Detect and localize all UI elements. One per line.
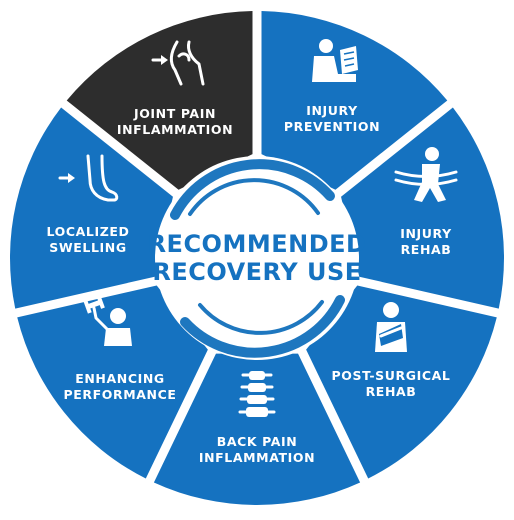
segment-label-line1: POST-SURGICAL xyxy=(332,368,451,383)
spine-icon xyxy=(238,371,276,417)
segment-label-line1: INJURY xyxy=(400,226,452,241)
segment-label-line2: PERFORMANCE xyxy=(63,387,176,402)
swirl-ring-top xyxy=(170,159,335,220)
segment-label-line2: PREVENTION xyxy=(284,119,380,134)
center-hub: RECOMMENDED RECOVERY USE xyxy=(148,156,367,360)
segment-enhancing-performance xyxy=(17,285,208,479)
swirl-ring-bottom-inner xyxy=(198,300,324,335)
segment-back-pain-inflammation xyxy=(153,353,361,506)
segment-injury-rehab xyxy=(341,107,504,309)
person-arm-sling-icon xyxy=(375,302,407,352)
person-reading-clipboard-icon xyxy=(312,39,358,82)
segment-label-line2: INFLAMMATION xyxy=(117,122,233,137)
swirl-ring-bottom xyxy=(180,295,345,358)
segment-label-line1: BACK PAIN xyxy=(217,434,298,449)
segments xyxy=(9,11,504,506)
person-dumbbell-icon xyxy=(83,294,132,346)
segment-labels: INJURYPREVENTIONINJURYREHABPOST-SURGICAL… xyxy=(47,103,452,465)
swirl-ring-top-inner xyxy=(188,178,320,216)
person-resistance-band-icon xyxy=(394,147,458,202)
segment-label-line2: REHAB xyxy=(401,242,452,257)
segment-label-line2: SWELLING xyxy=(49,240,126,255)
segment-icons xyxy=(58,39,458,417)
segment-label-line1: ENHANCING xyxy=(75,371,165,386)
foot-swelling-icon xyxy=(58,154,119,202)
knee-joint-icon xyxy=(151,40,205,86)
segment-injury-prevention xyxy=(261,11,448,190)
segment-label-line1: LOCALIZED xyxy=(47,224,130,239)
segment-label-line1: INJURY xyxy=(306,103,358,118)
segment-label-line2: REHAB xyxy=(366,384,417,399)
segment-post-surgical-rehab xyxy=(306,285,497,479)
center-title-line2: RECOVERY USE xyxy=(152,258,361,286)
segment-localized-swelling xyxy=(9,107,173,309)
segment-joint-pain-inflammation xyxy=(66,11,253,190)
segment-label-line1: JOINT PAIN xyxy=(133,106,216,121)
segment-label-line2: INFLAMMATION xyxy=(199,450,315,465)
center-title-line1: RECOMMENDED xyxy=(148,230,367,258)
